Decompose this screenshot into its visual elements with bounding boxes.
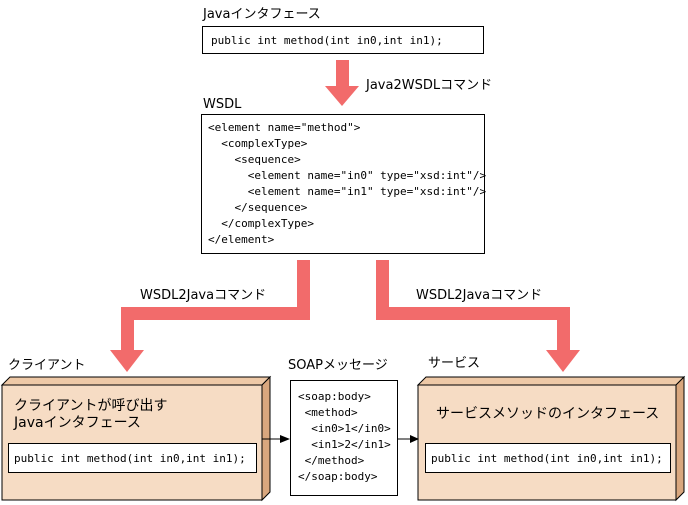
soap-box: <soap:body> <method> <in0>1</in0> <in1>2… — [290, 380, 398, 496]
client-code-box: public int method(int in0,int in1); — [8, 443, 257, 473]
java-interface-code: public int method(int in0,int in1); — [211, 34, 443, 47]
soap-line: <method> — [298, 406, 358, 419]
soap-to-service-arrow — [397, 435, 419, 443]
wsdl-line: <sequence> — [208, 153, 301, 166]
soap-line: <in0>1</in0> — [298, 422, 391, 435]
wsdl-line: </element> — [208, 233, 275, 246]
wsdl-title: WSDL — [203, 97, 242, 112]
service-title: サービス — [428, 356, 481, 371]
service-panel — [416, 375, 686, 502]
java2wsdl-arrow — [325, 60, 359, 106]
wsdl-line: </complexType> — [208, 217, 314, 230]
service-code-box: public int method(int in0,int in1); — [425, 443, 671, 473]
wsdl2java-right-arrow — [376, 260, 580, 372]
client-panel — [0, 375, 272, 502]
soap-line: <in1>2</in1> — [298, 438, 391, 451]
wsdl-box: <element name="method"> <complexType> <s… — [201, 114, 487, 254]
wsdl2java-right-label: WSDL2Javaコマンド — [416, 288, 543, 303]
service-heading: サービスメソッドのインタフェース — [436, 406, 660, 422]
wsdl-line: <element name="in0" type="xsd:int"/> — [208, 169, 487, 182]
java2wsdl-label: Java2WSDLコマンド — [366, 78, 493, 93]
wsdl-line: </sequence> — [208, 201, 308, 214]
wsdl-line: <element name="in1" type="xsd:int"/> — [208, 185, 487, 198]
client-title: クライアント — [8, 358, 86, 373]
client-heading-line2: Javaインタフェース — [14, 415, 141, 431]
wsdl2java-left-arrow — [110, 260, 310, 372]
soap-title: SOAPメッセージ — [288, 358, 388, 373]
soap-line: </method> — [298, 454, 365, 467]
client-code: public int method(int in0,int in1); — [14, 452, 246, 465]
wsdl-line: <complexType> — [208, 137, 308, 150]
java-interface-box: public int method(int in0,int in1); — [202, 26, 484, 54]
client-heading-line1: クライアントが呼び出す — [14, 398, 168, 414]
soap-line: <soap:body> — [298, 390, 371, 403]
client-to-soap-arrow — [262, 435, 290, 443]
soap-line: </soap:body> — [298, 470, 378, 483]
java-interface-title: Javaインタフェース — [203, 7, 321, 22]
wsdl2java-left-label: WSDL2Javaコマンド — [140, 288, 267, 303]
wsdl-line: <element name="method"> — [208, 121, 361, 134]
service-code: public int method(int in0,int in1); — [431, 452, 663, 465]
